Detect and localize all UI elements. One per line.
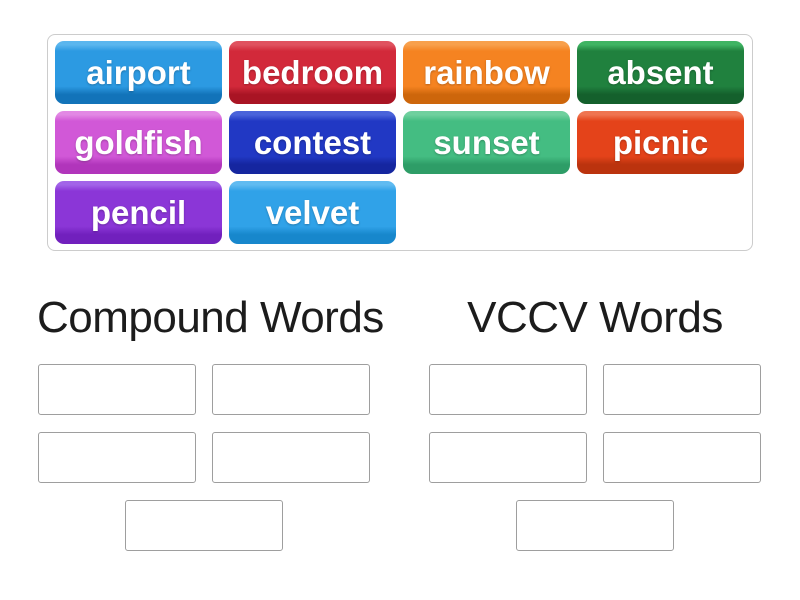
word-tile-label: contest	[253, 123, 372, 161]
drop-slot[interactable]	[429, 364, 587, 415]
word-tile[interactable]: absent	[577, 41, 744, 104]
word-tile[interactable]: contest	[229, 111, 396, 174]
drop-slot[interactable]	[212, 432, 370, 483]
drop-slot[interactable]	[516, 500, 674, 551]
word-tile[interactable]: airport	[55, 41, 222, 104]
group-compound-words: Compound Words	[37, 292, 384, 551]
word-tile[interactable]: rainbow	[403, 41, 570, 104]
drop-slot[interactable]	[603, 432, 761, 483]
word-tile-label: goldfish	[74, 123, 203, 161]
drop-slot[interactable]	[429, 432, 587, 483]
drop-slot[interactable]	[38, 364, 196, 415]
group-title: VCCV Words	[467, 293, 723, 342]
word-tile[interactable]: picnic	[577, 111, 744, 174]
word-tile-label: sunset	[433, 123, 540, 161]
word-tile-label: absent	[607, 53, 714, 91]
slots-grid	[429, 364, 761, 551]
word-tile-label: velvet	[265, 193, 360, 231]
word-tile-label: bedroom	[241, 53, 384, 91]
word-bank-tray: airport bedroom rainbow absent goldfish …	[47, 34, 753, 251]
word-tile-label: pencil	[90, 193, 187, 231]
drop-slot[interactable]	[125, 500, 283, 551]
word-tile[interactable]: velvet	[229, 181, 396, 244]
word-tile[interactable]: sunset	[403, 111, 570, 174]
word-tile-label: rainbow	[423, 53, 550, 91]
group-title: Compound Words	[37, 293, 384, 342]
group-vccv-words: VCCV Words	[429, 292, 761, 551]
word-tile-label: airport	[86, 53, 191, 91]
word-tile[interactable]: pencil	[55, 181, 222, 244]
drop-slot[interactable]	[603, 364, 761, 415]
drop-slot[interactable]	[38, 432, 196, 483]
slots-grid	[37, 364, 371, 551]
drop-slot[interactable]	[212, 364, 370, 415]
word-tile[interactable]: bedroom	[229, 41, 396, 104]
word-tile[interactable]: goldfish	[55, 111, 222, 174]
word-tile-label: picnic	[612, 123, 709, 161]
